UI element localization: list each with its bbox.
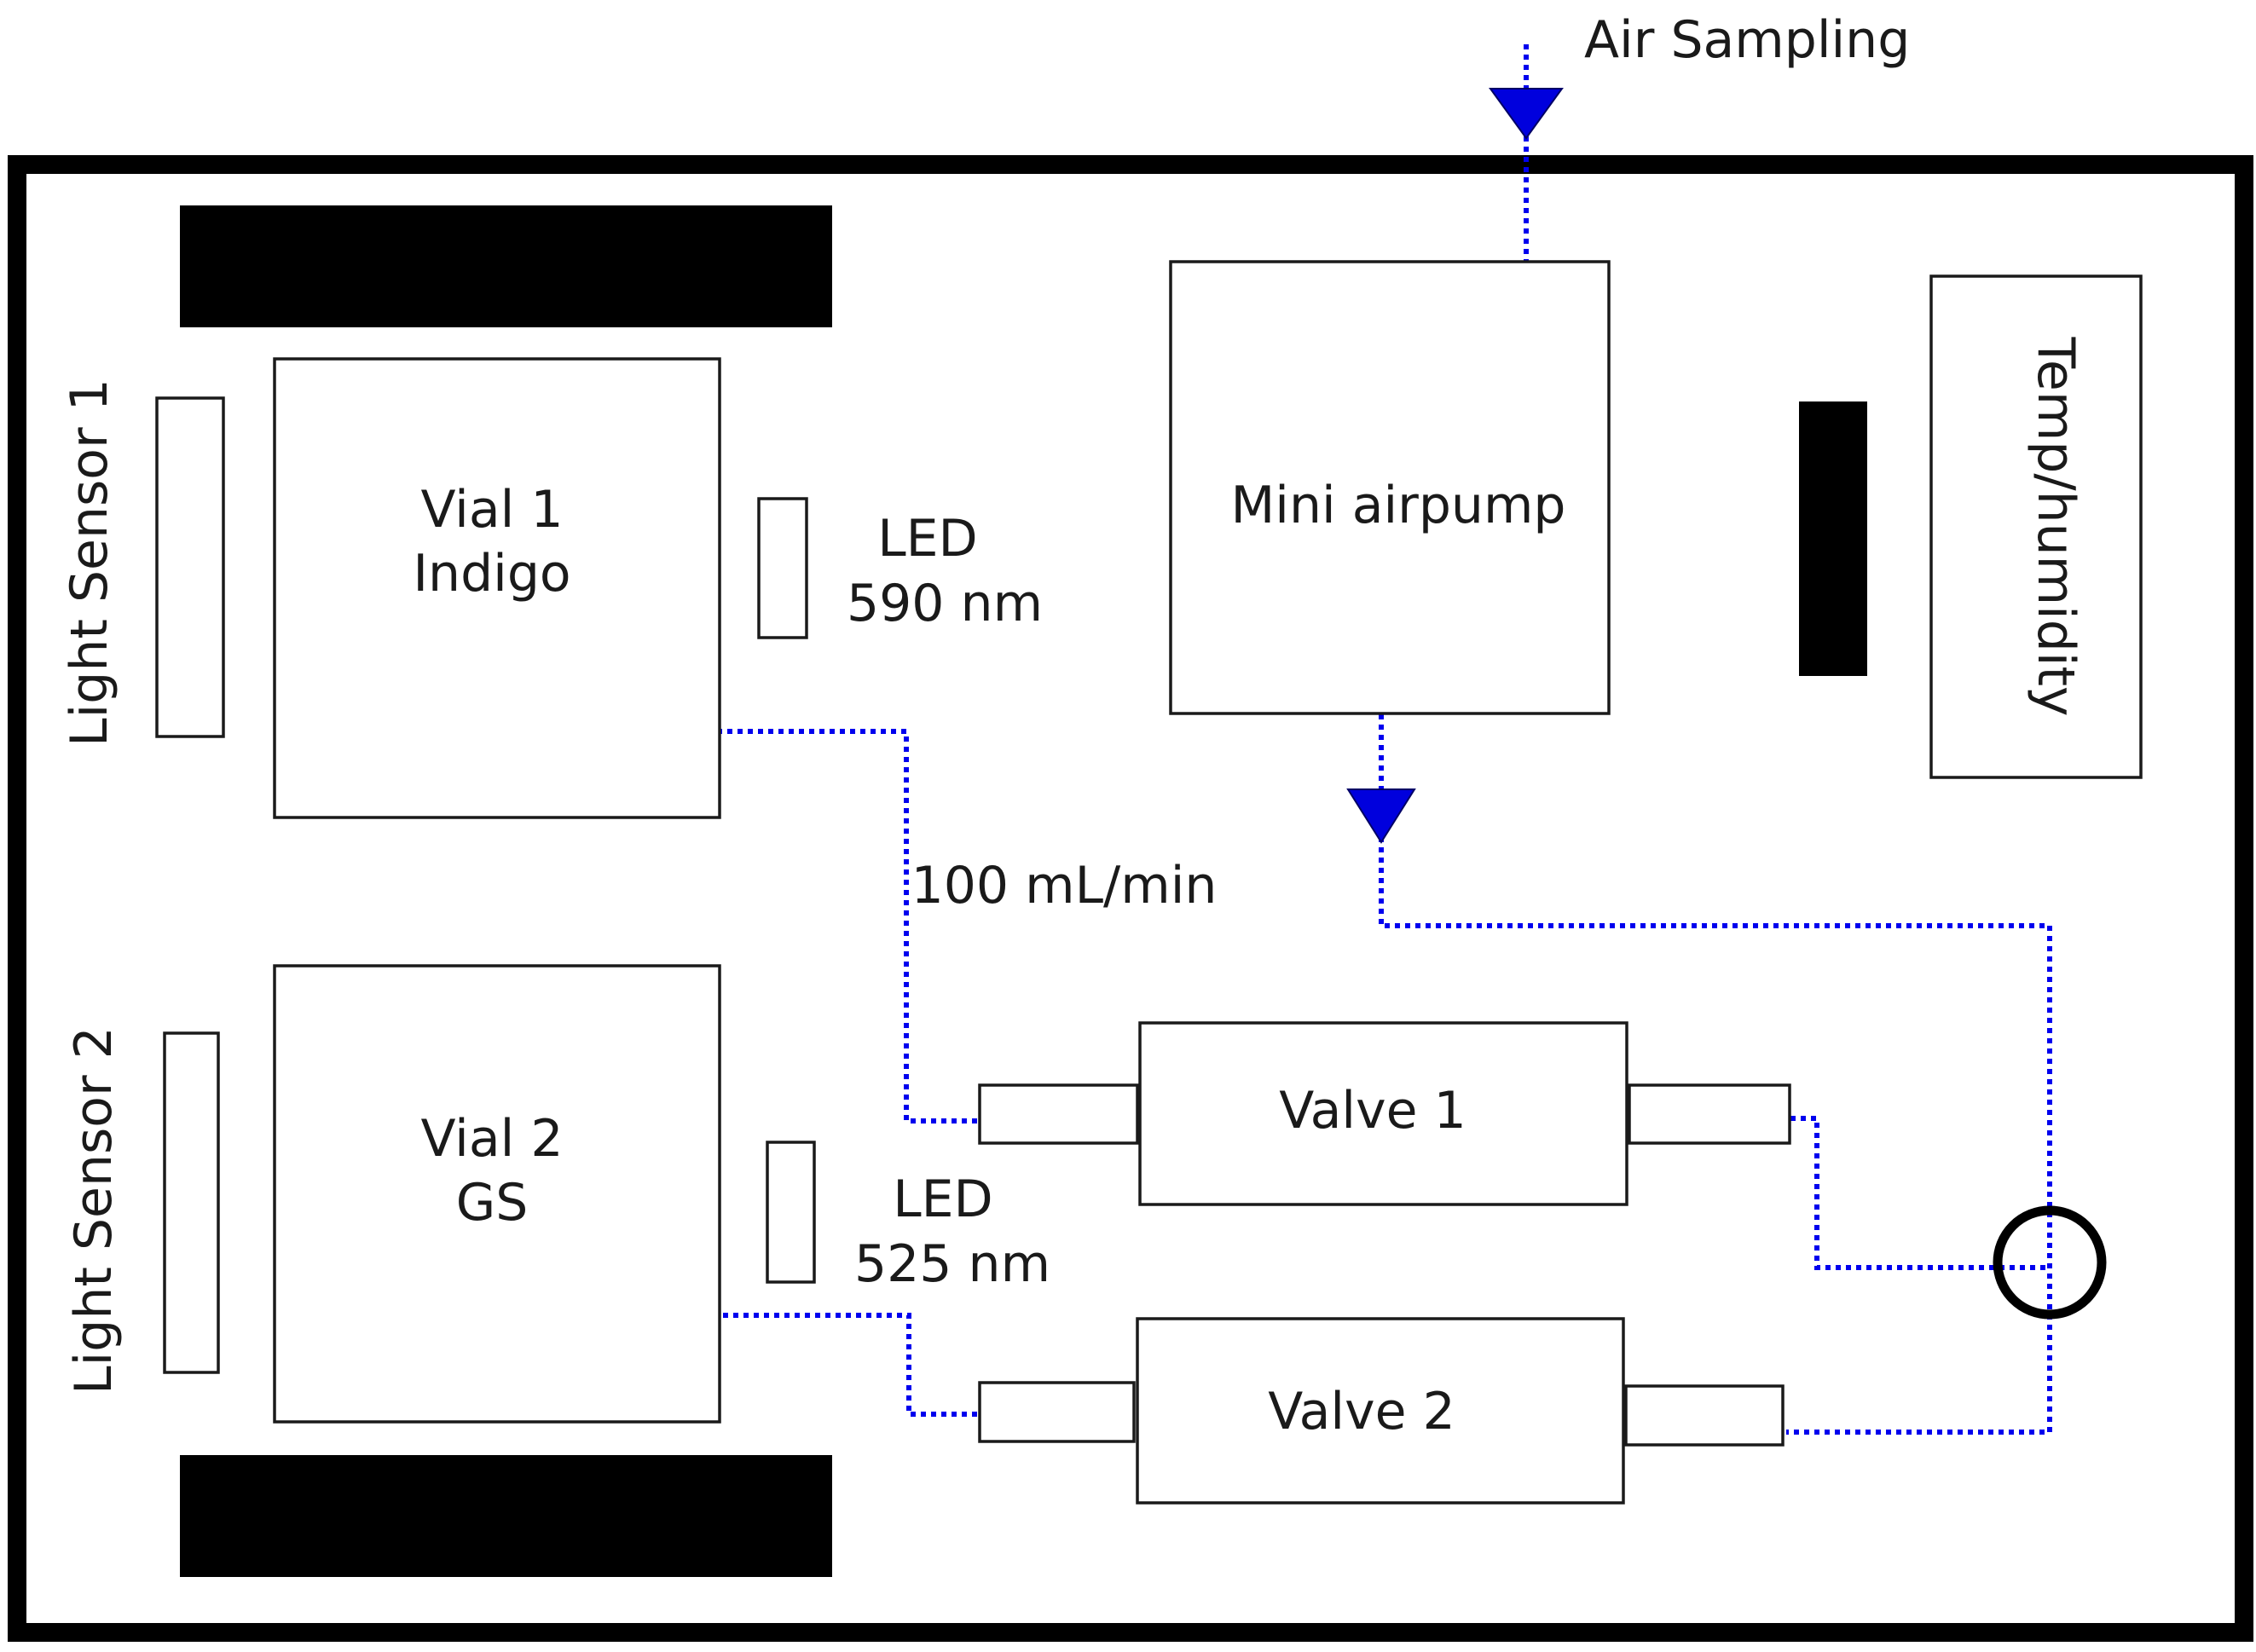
led-525-wavelength: 525 nm — [854, 1234, 1050, 1294]
vial-1-dye: Indigo — [413, 544, 570, 604]
led-590-wavelength: 590 nm — [847, 574, 1043, 633]
vial-1-box — [273, 357, 721, 819]
mini-airpump-label: Mini airpump — [1231, 476, 1566, 535]
valve-1-label: Valve 1 — [1279, 1081, 1466, 1141]
mini-airpump-box — [1169, 260, 1611, 715]
air-inlet-arrow-icon — [1489, 88, 1564, 140]
pump-outlet-arrow-icon — [1346, 788, 1416, 844]
valve-1-body — [1138, 1021, 1628, 1206]
tubing-pump-to-junction — [1379, 714, 2052, 1435]
valve-1-left-port — [978, 1083, 1139, 1145]
vial-2-title: Vial 2 — [420, 1109, 563, 1169]
vial-2-box — [273, 964, 721, 1424]
light-sensor-2 — [163, 1031, 220, 1374]
vial-2-dye: GS — [456, 1173, 529, 1233]
valve-2-body — [1136, 1317, 1625, 1505]
led-590-label: LED — [877, 509, 978, 569]
top-black-block — [180, 205, 832, 327]
tubing-valve1-outlet — [1790, 1116, 2050, 1270]
flow-rate-label: 100 mL/min — [911, 856, 1218, 916]
temp-humidity-label: Temp/humidity — [2026, 336, 2085, 716]
light-sensor-1 — [155, 396, 225, 738]
light-sensor-2-label: Light Sensor 2 — [64, 1026, 124, 1395]
led-525-label: LED — [893, 1170, 993, 1229]
led-590-box — [757, 497, 808, 639]
valve-1-right-port — [1628, 1083, 1791, 1145]
vial-1-title: Vial 1 — [420, 480, 563, 540]
valve-2-label: Valve 2 — [1268, 1382, 1455, 1441]
air-sampling-label: Air Sampling — [1584, 10, 1910, 70]
valve-2-right-port — [1624, 1384, 1785, 1447]
valve-2-left-port — [978, 1381, 1136, 1443]
bottom-black-block — [180, 1455, 832, 1577]
temp-humidity-sensor-box — [1929, 274, 2143, 779]
tubing-junction-circle — [1993, 1205, 2107, 1320]
led-525-box — [766, 1141, 816, 1284]
right-black-block — [1799, 401, 1867, 676]
light-sensor-1-label: Light Sensor 1 — [60, 378, 119, 747]
